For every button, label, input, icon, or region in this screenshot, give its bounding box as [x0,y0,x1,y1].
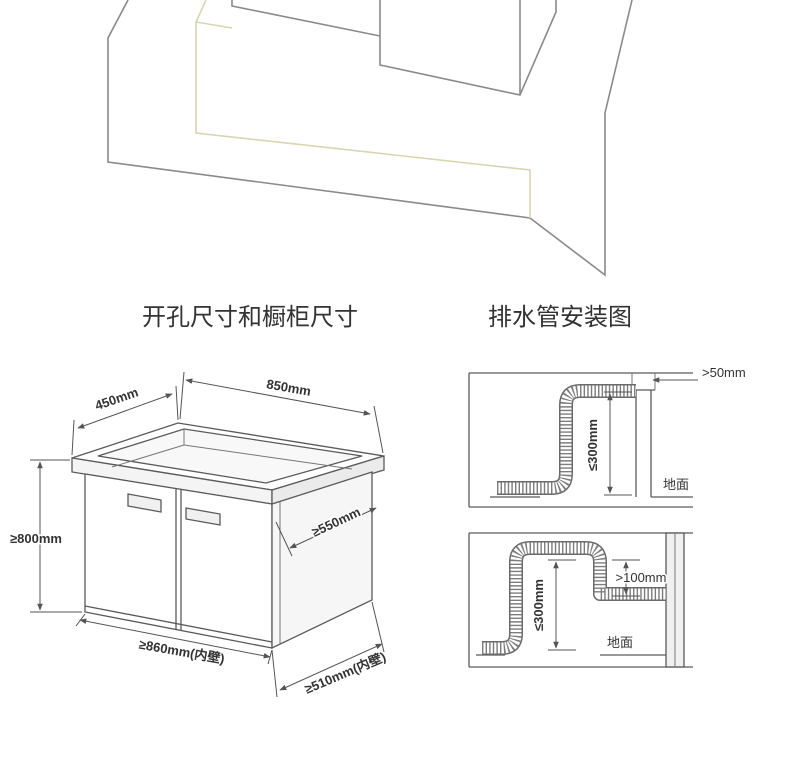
panel2-offset-label: >100mm [616,570,667,585]
panel2-floor-label: 地面 [607,635,633,650]
width-extension-right [373,405,384,454]
slab-outer-edge [107,0,633,277]
depth-extension-left [71,419,75,456]
inner-width-label: ≥860mm(内壁) [138,637,226,667]
cabinet-drawing [71,422,385,650]
countertop-side-face [271,455,385,505]
basin-left-floor-edge [111,444,185,468]
sink-cutout-opening [97,428,363,484]
panel2-max-height-label: ≤300mm [531,579,546,631]
cutout-inner-top-edge [195,21,233,29]
panel1-wall-gap-label: >50mm [702,365,746,380]
inner-depth-extension-right [371,601,385,653]
cabinet-front-face [84,473,273,649]
sink-bowl-left-box [231,0,381,37]
width-dimension-line [185,378,371,416]
panel1-floor-label: 地面 [663,477,689,492]
cabinet-size-heading: 开孔尺寸和橱柜尺寸 [142,304,358,331]
basin-back-floor-edge [183,444,353,470]
right-door-handle [185,507,221,526]
depth-label: 450mm [93,384,140,413]
inner-depth-label: ≥510mm(内壁) [302,649,388,697]
panel1-max-height-label: ≤300mm [585,419,600,471]
side-depth-dimension-line [289,507,377,549]
left-door-handle [127,493,162,513]
width-extension-left [179,371,185,420]
inner-width-dimension-line [79,618,271,659]
depth-extension-right [175,385,179,421]
inner-depth-extension-left [271,649,278,698]
height-label: ≥800mm [10,531,62,546]
panel1-drain-hose-ribs [497,385,636,494]
drain-panel-1: ≤300mm >50mm 地面 [468,364,747,508]
drain-panel-2: >100mm ≤300mm 地面 [468,532,693,668]
depth-dimension-line [77,393,173,429]
top-sink-wireframe [107,0,633,277]
cutout-inner-edge [195,0,531,218]
drain-install-heading: 排水管安装图 [488,304,632,331]
side-depth-extension [275,521,293,557]
sink-bowl-right-box [379,0,557,96]
inner-depth-dimension-line [279,643,383,691]
panel2-drain-hose-ribs [482,542,666,654]
